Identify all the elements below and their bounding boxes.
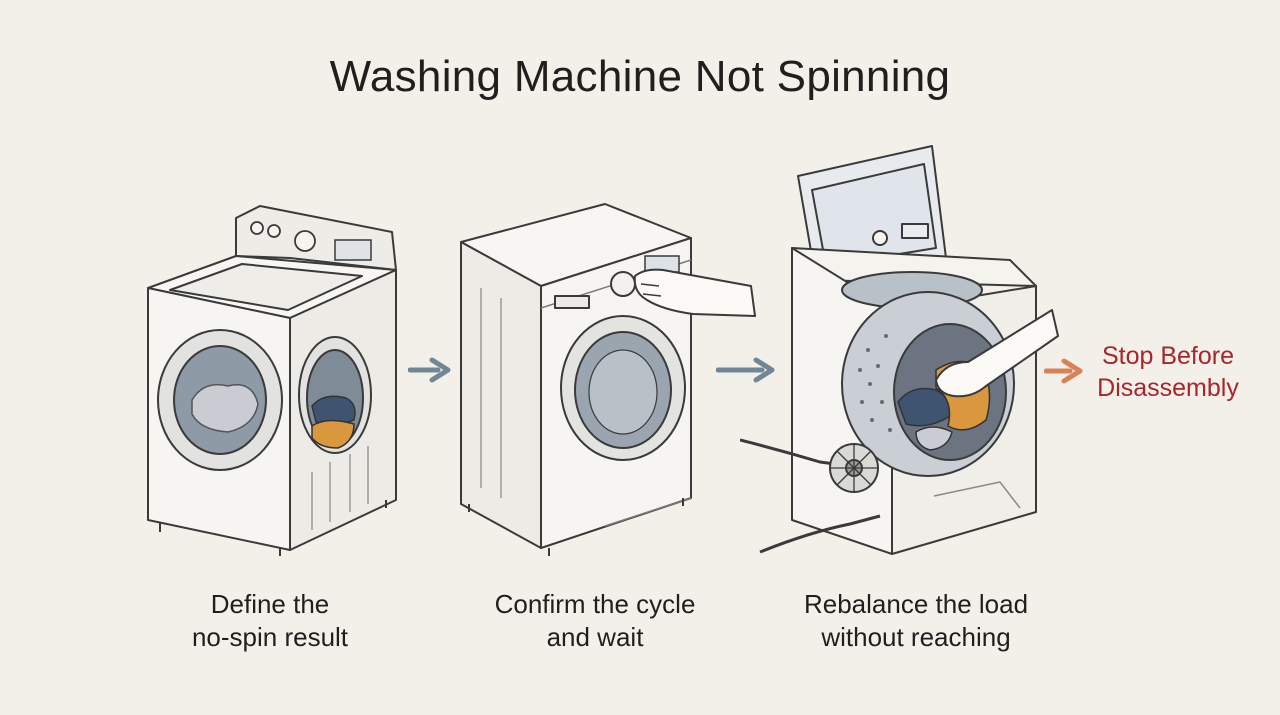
step-2-caption-line-2: and wait <box>546 622 644 652</box>
step-3-caption: Rebalance the load without reaching <box>776 588 1056 654</box>
washer-illustration-step-3 <box>740 145 1059 555</box>
flow-arrow-1 <box>408 357 451 383</box>
warning-arrow <box>1044 358 1083 384</box>
flow-arrow-2 <box>716 357 775 383</box>
step-1-caption-line-1: Define the <box>210 589 330 619</box>
warning-line-2: Disassembly <box>1097 374 1239 402</box>
step-3-caption-line-1: Rebalance the load <box>803 589 1029 619</box>
step-3-caption-line-2: without reaching <box>821 622 1011 652</box>
warning-line-1: Stop Before <box>1101 342 1235 370</box>
washer-illustration-step-1 <box>147 205 397 556</box>
step-1-caption-line-2: no-spin result <box>191 622 349 652</box>
step-2-caption-line-1: Confirm the cycle <box>494 589 696 619</box>
step-1-caption: Define the no-spin result <box>150 588 390 654</box>
step-2-caption: Confirm the cycle and wait <box>460 588 730 654</box>
washer-illustration-step-2 <box>460 203 756 556</box>
warning-label: Stop Before Disassembly <box>1078 340 1258 404</box>
diagram-title: Washing Machine Not Spinning <box>329 52 951 101</box>
